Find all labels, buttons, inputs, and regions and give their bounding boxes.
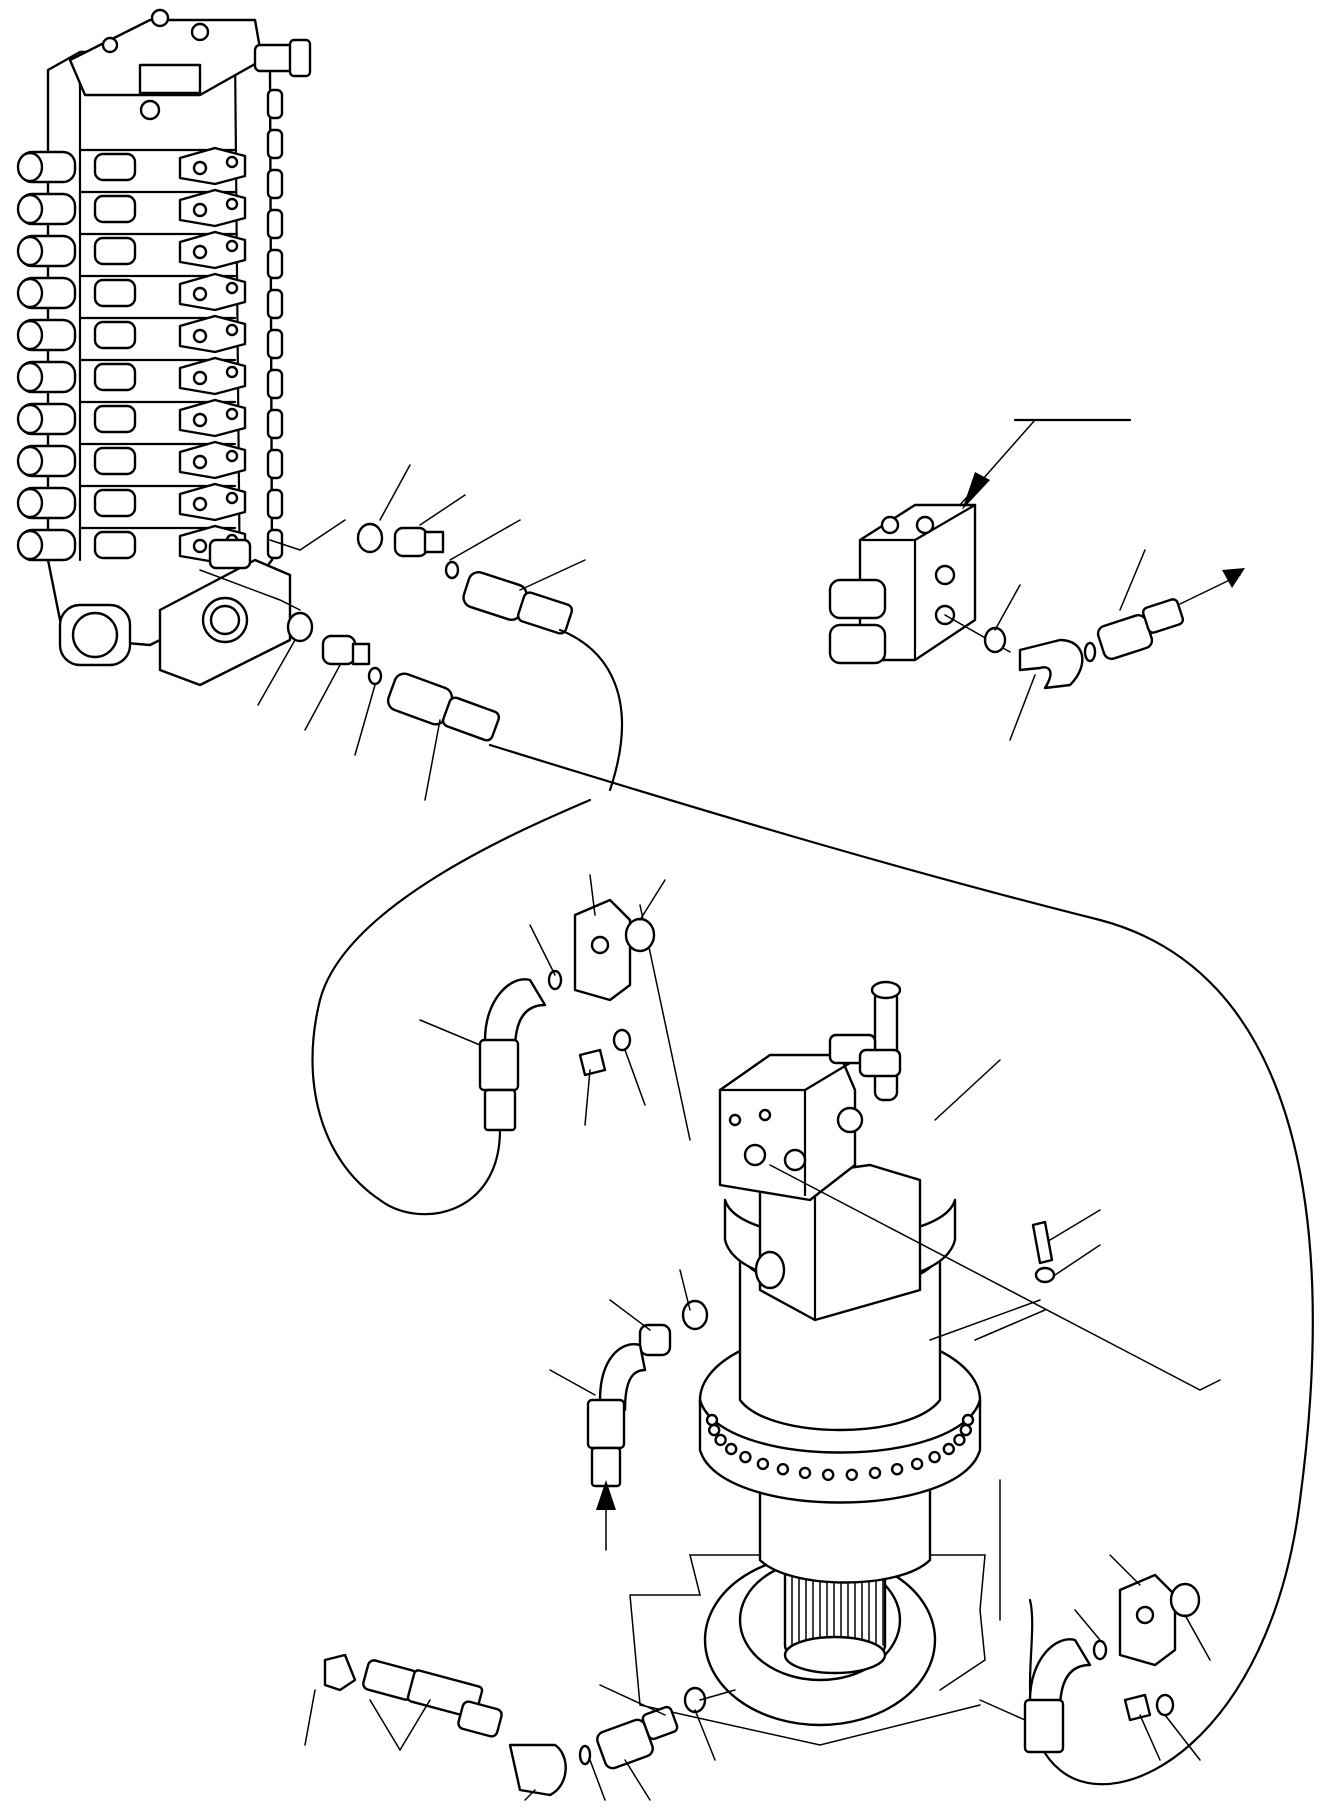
bolt xyxy=(1031,1220,1054,1265)
elbow xyxy=(1028,1638,1092,1712)
elbow xyxy=(508,1743,567,1797)
o-ring xyxy=(444,560,460,580)
fitting xyxy=(321,634,357,666)
swing-motor xyxy=(629,980,986,1746)
fitting xyxy=(323,1653,357,1692)
elbow xyxy=(483,978,547,1052)
valve-leader-lines xyxy=(199,519,346,611)
o-ring xyxy=(1092,1639,1108,1661)
o-ring xyxy=(547,969,563,991)
washer xyxy=(612,1028,632,1052)
lower-hose-fittings xyxy=(286,611,1314,1786)
o-ring xyxy=(1169,1582,1201,1618)
motor-leader-lines xyxy=(639,904,1221,1621)
o-ring xyxy=(367,666,383,686)
elbow xyxy=(598,1343,647,1412)
control-valve xyxy=(16,8,312,687)
o-ring xyxy=(286,611,314,643)
flange-group-lower-right xyxy=(979,1554,1211,1761)
upper-hose-fittings xyxy=(356,522,624,792)
valve-block xyxy=(828,418,1132,665)
o-ring xyxy=(983,626,1007,654)
flow-arrow xyxy=(1222,568,1245,588)
valve-block-fittings xyxy=(944,549,1245,741)
bolt xyxy=(578,1048,607,1077)
o-ring xyxy=(624,917,656,953)
flange-group-upper xyxy=(311,798,666,1216)
o-ring xyxy=(578,1744,592,1766)
o-ring xyxy=(681,1299,709,1331)
elbow xyxy=(1018,638,1084,690)
o-ring xyxy=(1083,641,1097,663)
fitting-group-middle xyxy=(549,1269,709,1551)
o-ring xyxy=(356,522,384,554)
fitting xyxy=(638,1323,672,1357)
bottom-hose-assembly xyxy=(304,1653,736,1801)
bolt xyxy=(1123,1693,1152,1722)
washer xyxy=(1155,1693,1175,1717)
bolt-washer-right xyxy=(1031,1209,1101,1284)
flow-arrow xyxy=(596,1480,616,1510)
leader-lines-top-left xyxy=(257,464,586,801)
washer xyxy=(1034,1266,1056,1284)
fitting xyxy=(393,526,429,558)
